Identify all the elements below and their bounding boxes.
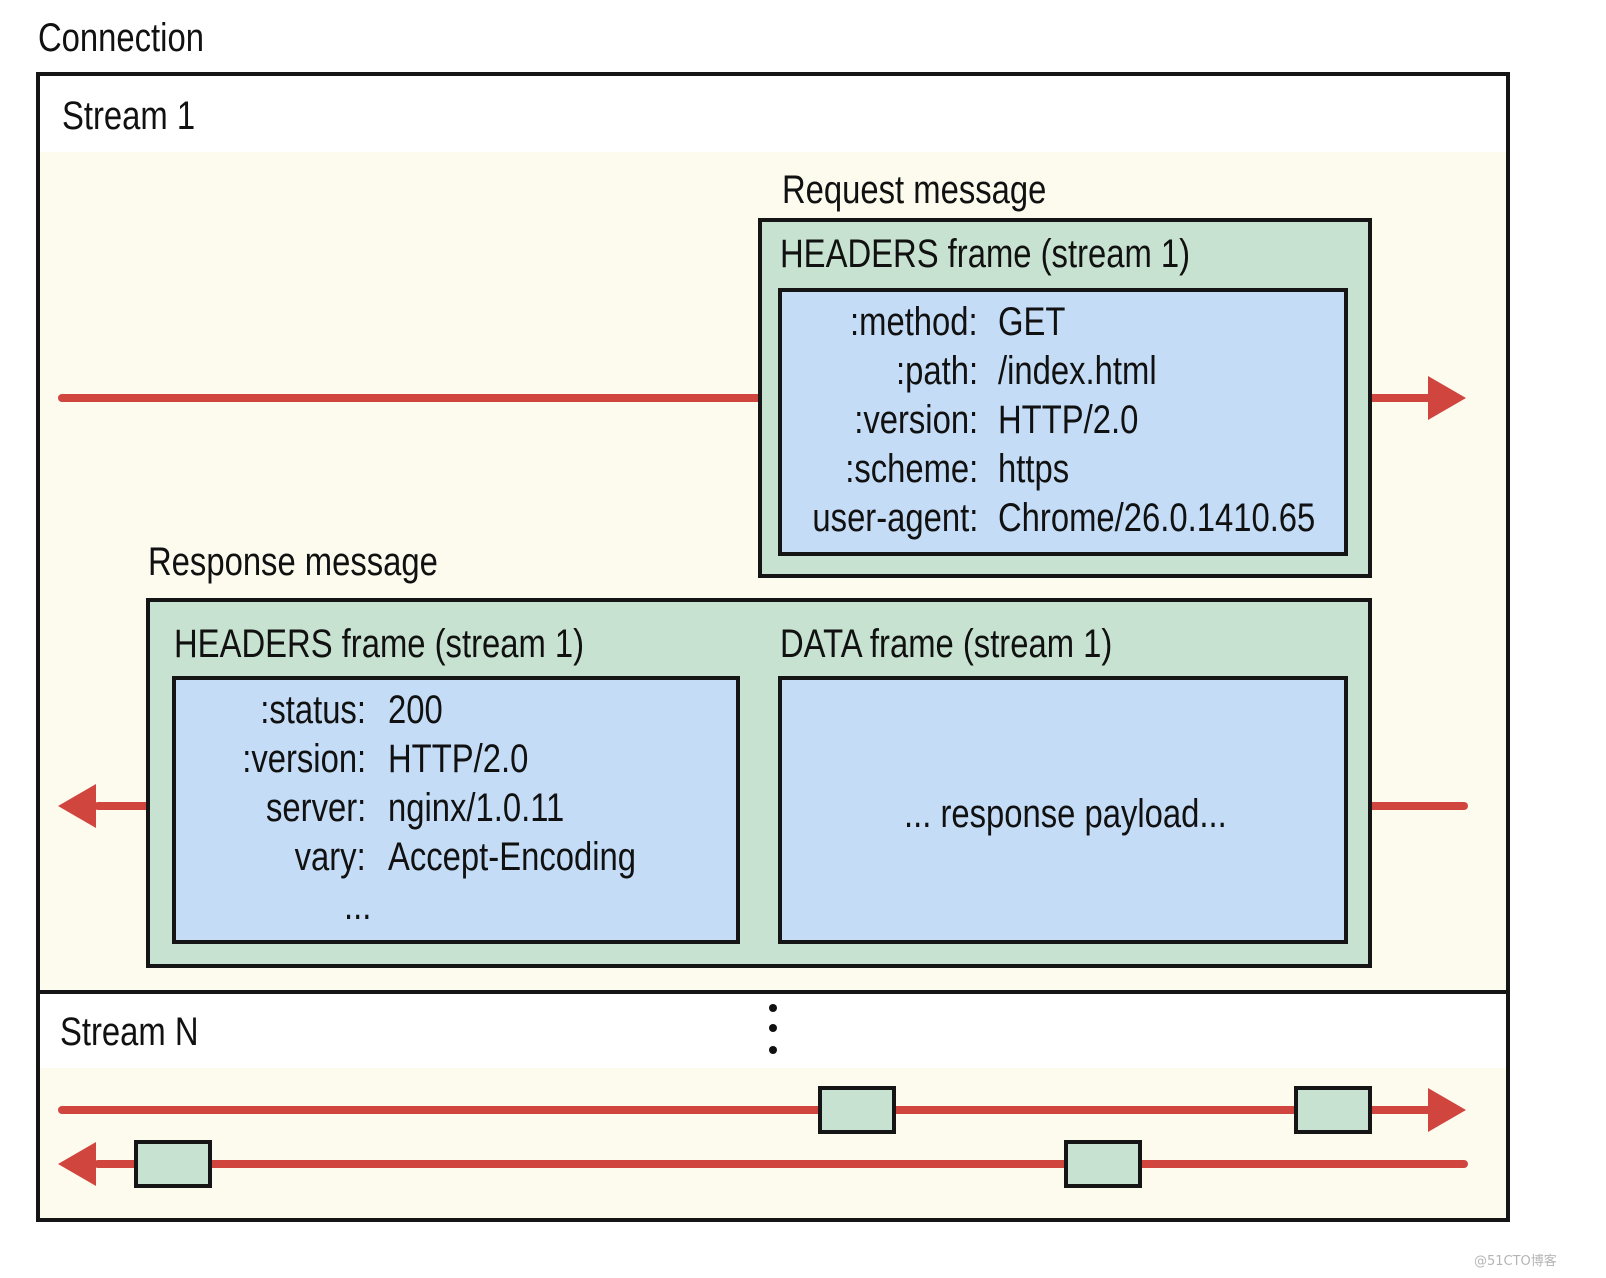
response-header-value: HTTP/2.0 xyxy=(388,737,529,781)
request-header-value: /index.html xyxy=(998,349,1157,393)
response-header-key: vary: xyxy=(294,835,366,879)
request-line-left xyxy=(58,394,762,402)
stream-n-label: Stream N xyxy=(60,1010,199,1054)
request-header-key: :scheme: xyxy=(844,447,978,491)
vertical-ellipsis-dot xyxy=(769,1024,777,1032)
stream-n-body xyxy=(36,1068,1510,1222)
request-header-value: https xyxy=(998,447,1070,491)
response-frames: HEADERS frame (stream 1) DATA frame (str… xyxy=(146,598,1372,968)
request-header-key: :path: xyxy=(895,349,978,393)
response-header-ellipsis: ... xyxy=(344,884,372,928)
response-header-key: :status: xyxy=(260,688,366,732)
response-header-key: server: xyxy=(265,786,366,830)
request-header-key: user-agent: xyxy=(812,496,978,540)
response-line-right xyxy=(1368,802,1468,810)
request-header-value: HTTP/2.0 xyxy=(998,398,1139,442)
connection-label: Connection xyxy=(38,16,204,60)
stream-n-incoming-line xyxy=(94,1160,1468,1168)
response-data-frame-title: DATA frame (stream 1) xyxy=(780,622,1113,666)
request-header-key: :method: xyxy=(850,300,978,344)
response-header-value: 200 xyxy=(388,688,443,732)
response-arrow-head xyxy=(58,784,96,828)
response-header-value: Accept-Encoding xyxy=(388,835,636,879)
watermark: @51CTO博客 xyxy=(1474,1254,1557,1269)
request-message-title: Request message xyxy=(782,168,1047,212)
request-header-value: GET xyxy=(998,300,1066,344)
response-line-left xyxy=(94,802,150,810)
response-header-key: :version: xyxy=(242,737,366,781)
request-header-key: :version: xyxy=(854,398,978,442)
request-headers-block: :method: GET :path: /index.html :version… xyxy=(778,288,1348,556)
request-line-right xyxy=(1368,394,1434,402)
request-headers-frame-title: HEADERS frame (stream 1) xyxy=(780,232,1191,276)
vertical-ellipsis-dot xyxy=(769,1046,777,1054)
request-header-value: Chrome/26.0.1410.65 xyxy=(998,496,1316,540)
stream-n-frame-box xyxy=(1064,1140,1142,1188)
response-headers-frame-title: HEADERS frame (stream 1) xyxy=(174,622,585,666)
response-message-title: Response message xyxy=(148,540,438,584)
response-payload: ... response payload... xyxy=(904,792,1227,836)
response-data-block: ... response payload... xyxy=(778,676,1348,944)
vertical-ellipsis-dot xyxy=(769,1004,777,1012)
stream-n-frame-box xyxy=(1294,1086,1372,1134)
response-header-value: nginx/1.0.11 xyxy=(388,786,565,830)
request-headers-frame: HEADERS frame (stream 1) :method: GET :p… xyxy=(758,218,1372,578)
stream-n-frame-box xyxy=(818,1086,896,1134)
request-arrow-head xyxy=(1428,376,1466,420)
response-headers-block: :status: 200 :version: HTTP/2.0 server: … xyxy=(172,676,740,944)
stream-n-outgoing-line xyxy=(58,1106,1434,1114)
stream-n-incoming-arrow-head xyxy=(58,1142,96,1186)
stream-n-outgoing-arrow-head xyxy=(1428,1088,1466,1132)
stream-n-frame-box xyxy=(134,1140,212,1188)
stream-1-label: Stream 1 xyxy=(62,94,196,138)
stream-1-header: Stream 1 xyxy=(36,72,1510,156)
